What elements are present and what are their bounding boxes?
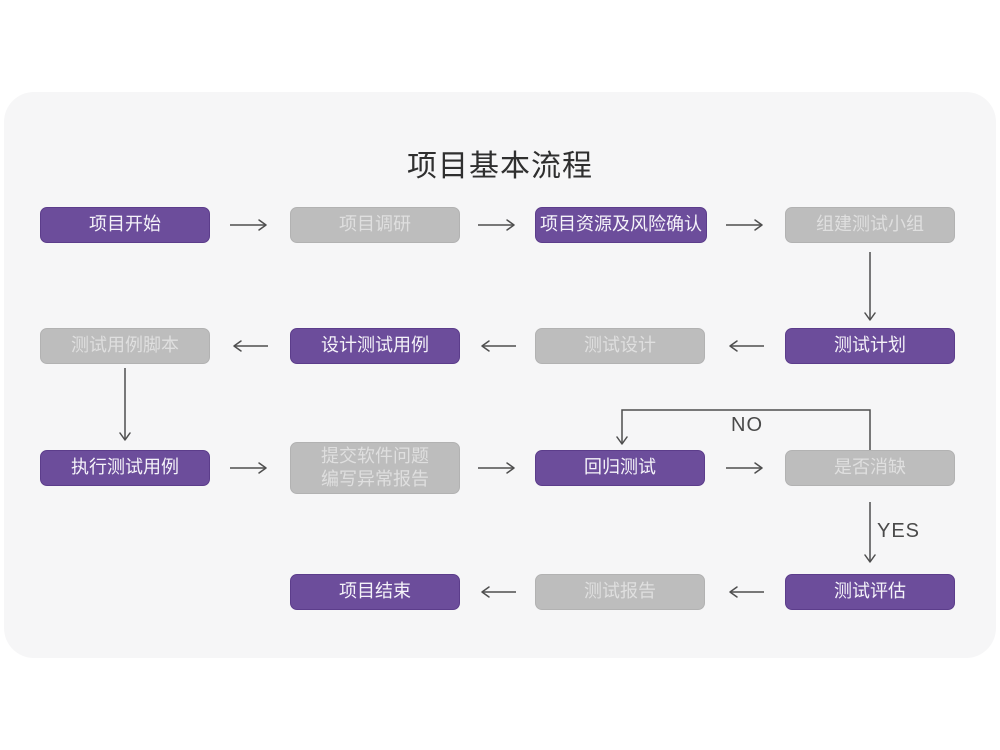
node-build-test-team: 组建测试小组 [785, 207, 955, 243]
node-project-end: 项目结束 [290, 574, 460, 610]
node-regression-test: 回归测试 [535, 450, 705, 486]
panel-background [4, 92, 996, 658]
node-test-design: 测试设计 [535, 328, 705, 364]
node-submit-issues-report: 提交软件问题 编写异常报告 [290, 442, 460, 494]
node-resource-risk-confirm: 项目资源及风险确认 [535, 207, 707, 243]
node-execute-test-cases: 执行测试用例 [40, 450, 210, 486]
node-design-test-cases: 设计测试用例 [290, 328, 460, 364]
branch-label-no: NO [731, 414, 763, 436]
page-title: 项目基本流程 [407, 150, 593, 183]
node-project-start: 项目开始 [40, 207, 210, 243]
node-test-case-scripts: 测试用例脚本 [40, 328, 210, 364]
node-test-plan: 测试计划 [785, 328, 955, 364]
node-defect-resolved: 是否消缺 [785, 450, 955, 486]
node-test-report: 测试报告 [535, 574, 705, 610]
node-test-evaluation: 测试评估 [785, 574, 955, 610]
branch-label-yes: YES [877, 520, 921, 542]
node-project-research: 项目调研 [290, 207, 460, 243]
